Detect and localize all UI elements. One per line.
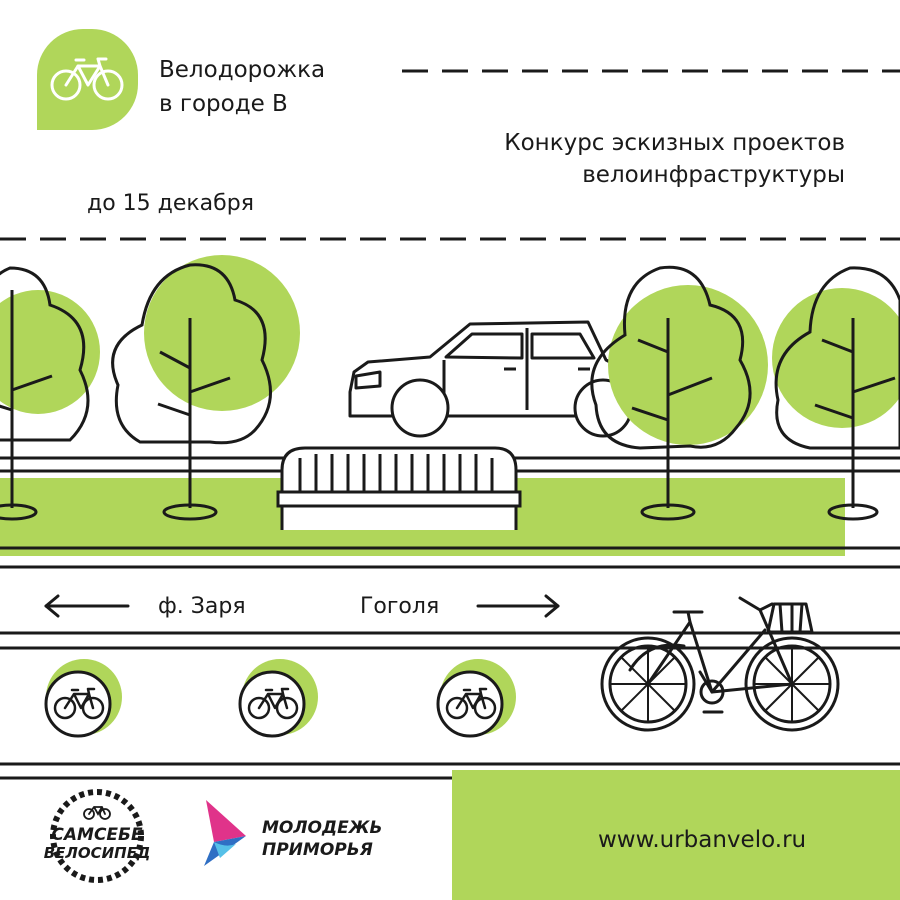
tree-3 [590,265,768,521]
city-bicycle [600,596,840,732]
bicycle-lane-icon [445,687,497,720]
tree-2 [111,255,300,521]
youth-logo-line2: ПРИМОРЬЯ [262,840,373,860]
website-link[interactable]: www.urbanvelo.ru [598,827,807,853]
subtitle-line-2: велоинфраструктуры [582,162,845,188]
youth-logo-mark [204,800,246,866]
lane-marker-1 [44,659,122,738]
street-lines [0,456,900,780]
lane-marker-2 [238,659,318,738]
bicycle-icon [50,57,124,101]
subtitle-line-1: Конкурс эскизных проектов [504,130,845,156]
samsebe-logo: САМСЕБЕ ВЕЛОСИПЕД [44,789,151,883]
bench [276,446,522,530]
footer-panel [452,770,900,900]
arrow-right-icon [476,594,560,618]
youth-logo-line1: МОЛОДЕЖЬ [262,818,383,838]
street-label-left: ф. Заря [158,594,246,619]
tree-4 [772,266,900,521]
title-line-2: в городе В [159,91,288,117]
samsebe-logo-line2: ВЕЛОСИПЕД [44,844,151,862]
arrow-left-icon [44,594,130,618]
deadline: до 15 декабря [87,191,254,216]
title-line-1: Велодорожка [159,57,326,83]
logo-badge [37,29,138,130]
lane-marker-3 [436,659,516,738]
street-label-right: Гоголя [360,594,440,619]
car [348,320,633,438]
bicycle-icon [83,806,111,820]
tree-1 [0,266,100,521]
bicycle-lane-icon [247,687,299,720]
bicycle-lane-icon [53,687,105,720]
samsebe-logo-line1: САМСЕБЕ [51,825,143,845]
